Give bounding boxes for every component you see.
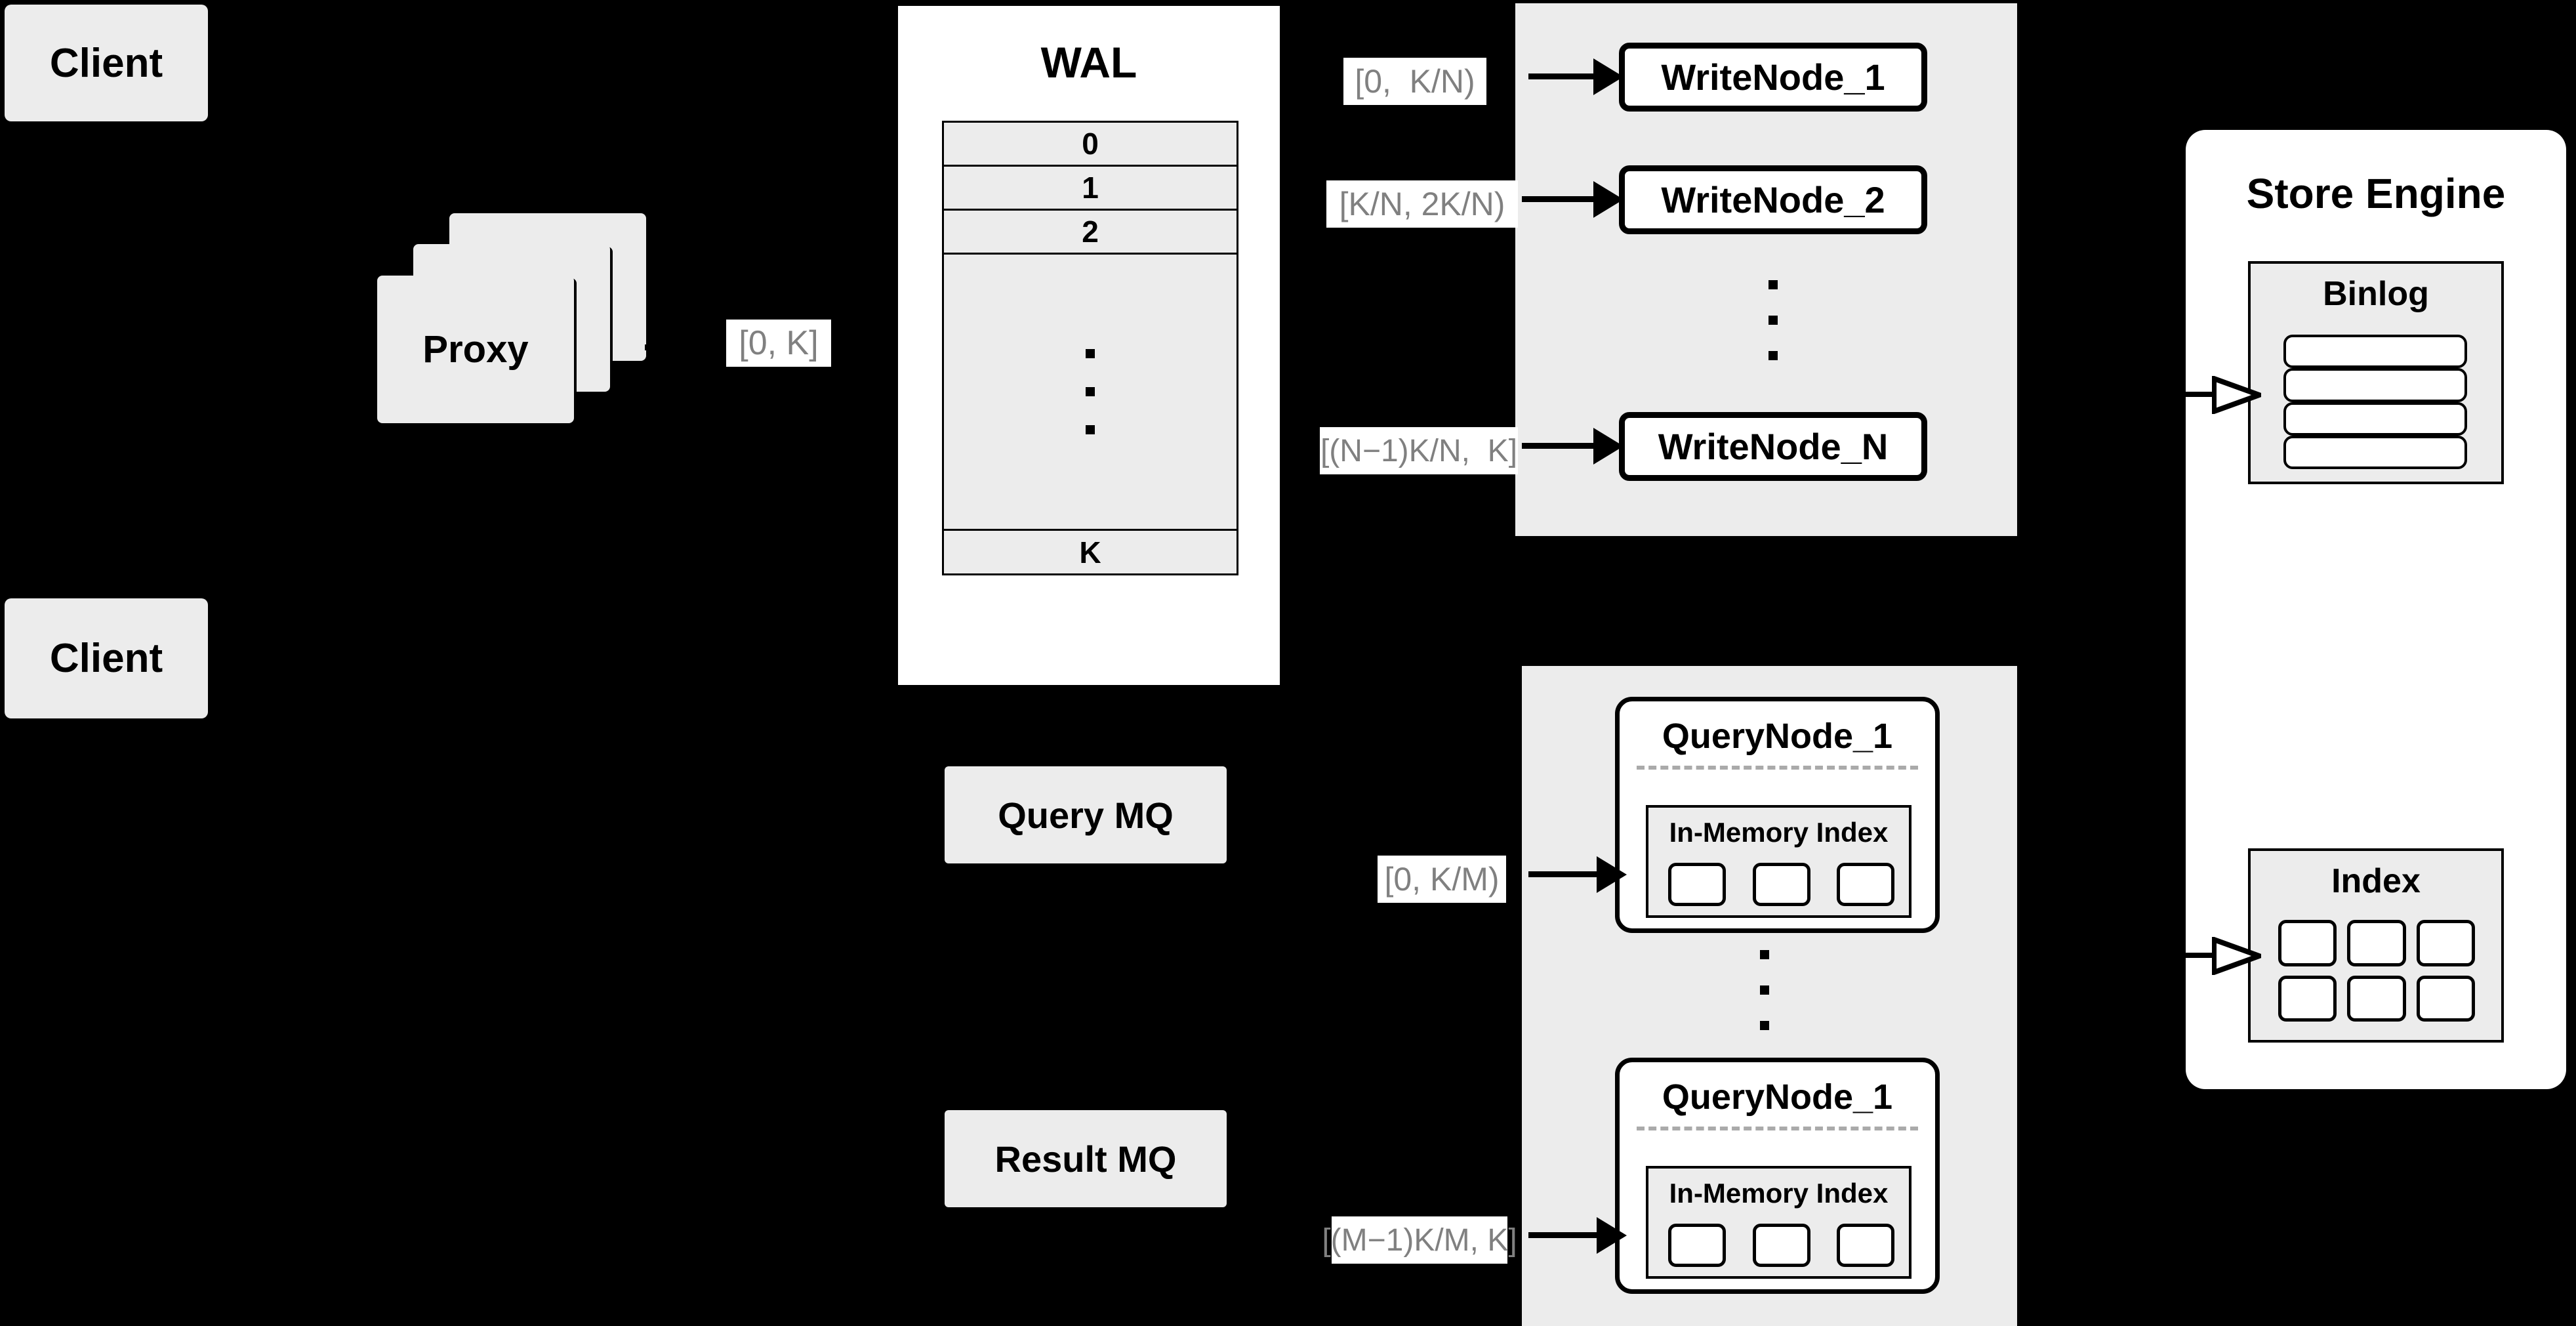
index-cell[interactable] — [2278, 975, 2337, 1022]
binlog-row[interactable] — [2283, 402, 2467, 436]
index-segment[interactable] — [1668, 863, 1726, 906]
index-cell[interactable] — [2278, 920, 2337, 966]
write-node-2[interactable]: WriteNode_2 — [1619, 165, 1927, 234]
query-node-m[interactable]: QueryNode_1 In-Memory Index — [1615, 1058, 1940, 1294]
index-title: Index — [2331, 862, 2421, 900]
client-label: Client — [49, 636, 163, 681]
index-segment[interactable] — [1837, 863, 1894, 906]
index-cell[interactable] — [2347, 975, 2406, 1022]
index-segment[interactable] — [1752, 1224, 1810, 1267]
query-node-divider — [1637, 1127, 1918, 1130]
wal-entry-row: 0 — [942, 121, 1238, 167]
result-mq-box[interactable]: Result MQ — [945, 1110, 1227, 1207]
client-box-2[interactable]: Client — [5, 598, 208, 718]
write-node-label: WriteNode_2 — [1661, 179, 1885, 220]
wal-title: WAL — [1040, 38, 1137, 87]
write-node-1[interactable]: WriteNode_1 — [1619, 43, 1927, 112]
write-node-n[interactable]: WriteNode_N — [1619, 412, 1927, 481]
query-node-divider — [1637, 766, 1918, 770]
write-node-label: WriteNode_1 — [1661, 56, 1885, 98]
client-box-1[interactable]: Client — [5, 5, 208, 121]
proxy-label: Proxy — [422, 328, 529, 371]
wal-panel: WAL 0 1 2 K — [895, 3, 1282, 688]
query-node-label: QueryNode_1 — [1662, 716, 1893, 756]
proxy-card-front[interactable]: Proxy — [377, 276, 574, 423]
index-segment[interactable] — [1668, 1224, 1726, 1267]
query-mq-label: Query MQ — [998, 794, 1174, 836]
arrow-to-write-node-n — [1522, 428, 1624, 465]
binlog-row[interactable] — [2283, 335, 2467, 369]
wal-entry-row-ellipsis — [942, 255, 1238, 531]
range-label-query-node-m: [(M−1)K/M, K] — [1322, 1216, 1517, 1264]
proxy-connector-stub — [645, 344, 664, 350]
index-segment-row — [1668, 863, 1894, 906]
index-cell-grid — [2278, 920, 2475, 1022]
binlog-row[interactable] — [2283, 435, 2467, 469]
binlog-group: Binlog — [2248, 261, 2504, 484]
index-segment[interactable] — [1752, 863, 1810, 906]
index-cell[interactable] — [2347, 920, 2406, 966]
wal-entry-row: 2 — [942, 211, 1238, 255]
wal-entry-row: 1 — [942, 167, 1238, 211]
range-label-write-node-1: [0, K/N) — [1343, 58, 1486, 105]
in-memory-index-1: In-Memory Index — [1646, 805, 1912, 918]
store-engine-title: Store Engine — [2246, 170, 2506, 217]
arrow-to-write-node-2 — [1522, 181, 1624, 218]
in-memory-index-title: In-Memory Index — [1669, 1178, 1889, 1209]
index-segment[interactable] — [1837, 1224, 1894, 1267]
wal-entry-row: K — [942, 531, 1238, 575]
vertical-ellipsis-icon — [1086, 349, 1095, 434]
binlog-title: Binlog — [2323, 275, 2429, 313]
arrow-to-index — [2178, 932, 2261, 979]
wal-entry-table: 0 1 2 K — [942, 121, 1238, 629]
arrow-to-binlog — [2178, 371, 2261, 418]
binlog-row[interactable] — [2283, 368, 2467, 402]
proxy-stack[interactable]: Proxy — [377, 213, 685, 436]
binlog-rows — [2283, 335, 2467, 469]
query-cluster-ellipsis-icon — [1760, 950, 1769, 1030]
range-label-proxy-to-wal: [0, K] — [726, 320, 831, 367]
index-cell[interactable] — [2416, 975, 2475, 1022]
write-node-label: WriteNode_N — [1658, 426, 1889, 467]
client-label: Client — [49, 40, 163, 86]
arrow-to-query-node-m — [1528, 1217, 1627, 1254]
arrow-to-write-node-1 — [1528, 58, 1624, 95]
query-node-label: QueryNode_1 — [1662, 1077, 1893, 1117]
arrow-to-query-node-1 — [1528, 856, 1627, 893]
index-cell[interactable] — [2416, 920, 2475, 966]
range-label-write-node-2: [K/N, 2K/N) — [1326, 180, 1518, 228]
result-mq-label: Result MQ — [994, 1138, 1177, 1180]
query-mq-box[interactable]: Query MQ — [945, 766, 1227, 863]
in-memory-index-title: In-Memory Index — [1669, 817, 1889, 848]
write-cluster-ellipsis-icon — [1768, 280, 1778, 360]
range-label-write-node-n: [(N−1)K/N, K] — [1320, 427, 1518, 474]
index-group: Index — [2248, 848, 2504, 1043]
query-node-1[interactable]: QueryNode_1 In-Memory Index — [1615, 697, 1940, 933]
index-segment-row — [1668, 1224, 1894, 1267]
range-label-query-node-1: [0, K/M) — [1378, 856, 1506, 903]
in-memory-index-m: In-Memory Index — [1646, 1166, 1912, 1279]
store-engine-panel: Store Engine Binlog Index — [2186, 130, 2566, 1089]
